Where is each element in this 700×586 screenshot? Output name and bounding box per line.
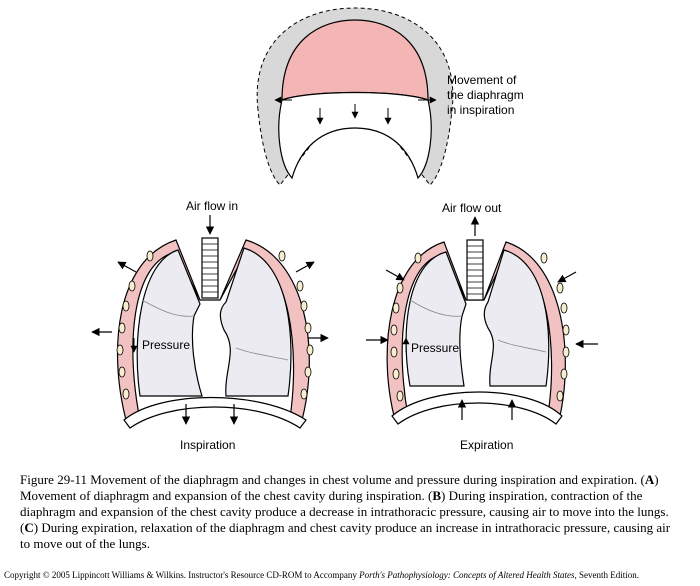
caption-figure-text: Figure 29-11 Movement of the diaphragm a… (20, 472, 638, 487)
inspiration-rib-7 (296, 280, 304, 292)
copyright-prefix: Copyright © 2005 Lippincott Williams & W… (4, 570, 360, 580)
copyright-line: Copyright © 2005 Lippincott Williams & W… (4, 570, 694, 580)
inspiration-trachea (201, 237, 219, 299)
inspiration-arrow-up-right (295, 261, 315, 273)
expiration-rib-5 (392, 368, 400, 380)
expiration-rib-7 (556, 282, 564, 294)
expiration-rib-3 (390, 324, 398, 336)
caption-b-text: ) During inspiration, contraction of the… (20, 488, 669, 519)
expiration-rib-12 (556, 390, 564, 402)
diaphragm-label-line1: Movement of (447, 73, 517, 87)
caption-c-letter: C (24, 520, 34, 535)
diaphragm-panel: Movement of the diaphragm in inspiration (256, 7, 524, 186)
expiration-rib-2 (392, 302, 400, 314)
expiration-right-lung (483, 249, 550, 387)
expiration-bottom-label: Expiration (460, 438, 513, 452)
diaphragm-label-line3: in inspiration (447, 103, 514, 117)
inspiration-lung-fissure-left (141, 299, 195, 317)
inspiration-rib-12 (300, 388, 308, 400)
copyright-suffix: Seventh Edition. (576, 570, 640, 580)
expiration-rib-8 (560, 302, 568, 314)
caption-b-open: ( (427, 488, 433, 503)
inspiration-lung-fissure-right (235, 347, 289, 361)
inspiration-rib-8 (300, 300, 308, 312)
inspiration-panel: Air flow in Pressure Inspiration (91, 199, 329, 452)
inspiration-left-lung (136, 249, 203, 397)
caption-a-open: ( (640, 472, 645, 487)
inspiration-rib-13 (146, 250, 154, 262)
expiration-arrow-in-upper-right (557, 271, 577, 283)
diaphragm-label-line2: the diaphragm (447, 88, 524, 102)
expiration-trachea (466, 239, 484, 301)
expiration-lung-fissure-left (409, 299, 463, 317)
caption-b-letter: B (432, 488, 441, 503)
expiration-rib-13 (414, 252, 422, 264)
caption-c-open: ( (20, 520, 25, 535)
inspiration-bottom-label: Inspiration (180, 438, 235, 452)
expiration-rib-11 (560, 368, 568, 380)
expiration-left-lung (405, 251, 467, 387)
caption-a-text: ) Movement of diaphragm and expansion of… (20, 472, 659, 503)
figure-caption: Figure 29-11 Movement of the diaphragm a… (20, 472, 680, 552)
inspiration-rib-3 (118, 322, 126, 334)
expiration-air-flow-label: Air flow out (442, 201, 502, 215)
expiration-rib-10 (562, 346, 570, 358)
inspiration-rib-10 (306, 344, 314, 356)
expiration-rib-1 (396, 282, 404, 294)
inspiration-rib-2 (122, 300, 130, 312)
inspiration-rib-11 (304, 366, 312, 378)
caption-a-letter: A (644, 472, 655, 487)
inspiration-right-lung (219, 247, 292, 397)
expiration-rib-6 (396, 390, 404, 402)
inspiration-rib-6 (122, 388, 130, 400)
expiration-panel: Air flow out Pressure Expiration (366, 201, 598, 452)
inspiration-air-flow-label: Air flow in (186, 199, 238, 213)
expiration-lung-fissure-right (497, 339, 547, 353)
inspiration-rib-9 (304, 322, 312, 334)
expiration-rib-14 (540, 252, 548, 264)
inspiration-rib-5 (118, 366, 126, 378)
inspiration-arrow-up-left (117, 261, 137, 273)
inspiration-diaphragm (123, 397, 307, 429)
expiration-arrow-in-upper-left (385, 269, 405, 281)
inspiration-rib-1 (128, 280, 136, 292)
expiration-rib-4 (390, 346, 398, 358)
expiration-diaphragm (391, 391, 563, 425)
expiration-pressure-label: Pressure (411, 341, 459, 355)
caption-c-text: ) During expiration, relaxation of the d… (20, 520, 671, 551)
expiration-rib-9 (562, 324, 570, 336)
copyright-book-title: Porth's Pathophysiology: Concepts of Alt… (359, 570, 577, 580)
inspiration-pressure-label: Pressure (142, 338, 190, 352)
diaphragm-lower (278, 91, 432, 180)
inspiration-rib-4 (116, 344, 124, 356)
inspiration-rib-14 (278, 250, 286, 262)
